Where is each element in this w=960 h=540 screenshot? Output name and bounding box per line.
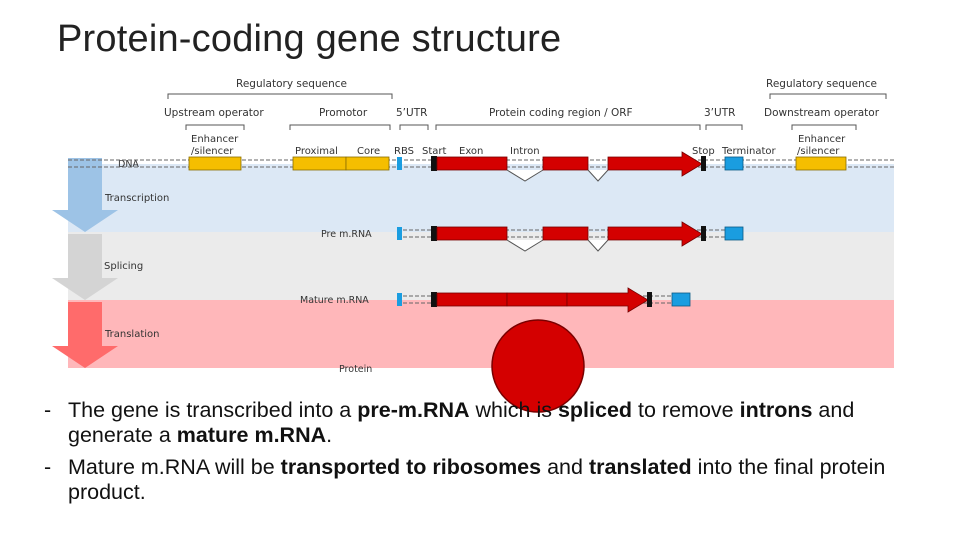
mature-mrna-row-label: Mature m.RNA	[300, 295, 369, 306]
start-label: Start	[422, 146, 447, 157]
bullet-1-s8: .	[326, 423, 333, 447]
transcription-label: Transcription	[104, 193, 169, 204]
dna-stop	[701, 156, 706, 171]
pre-mrna-row-label: Pre m.RNA	[321, 229, 372, 240]
dna-intron-2	[587, 169, 609, 182]
dna-enhancer-left	[188, 156, 242, 171]
slide-title: Protein-coding gene structure	[57, 18, 562, 60]
enhancer-left-label-line2: /silencer	[191, 146, 234, 157]
regulatory-right-bracket	[769, 93, 887, 99]
bullet-dash: -	[44, 398, 52, 422]
translation-band	[68, 300, 894, 368]
utr3-label: 3’UTR	[704, 107, 735, 119]
dna-rbs	[397, 157, 402, 170]
dna-intron-1	[506, 169, 544, 182]
pre-mrna-terminator	[724, 226, 744, 241]
bullet-1-s1: pre-m.RNA	[357, 398, 470, 422]
enhancer-left-label-line1: Enhancer	[191, 134, 239, 145]
translation-label: Translation	[104, 329, 160, 340]
bullet-1-s7: mature m.RNA	[176, 423, 327, 447]
splicing-arrow	[52, 234, 118, 300]
transcription-band	[68, 164, 894, 232]
upstream-operator-label: Upstream operator	[164, 107, 264, 119]
bullet-2-s2: and	[541, 455, 589, 479]
bullet-item-1: -The gene is transcribed into a pre-m.RN…	[44, 398, 924, 448]
mature-mrna-strand	[397, 287, 691, 313]
protein-row-label: Protein	[339, 364, 372, 375]
enhancer-right-label-line2: /silencer	[797, 146, 840, 157]
mature-mrna-exon-1	[436, 292, 508, 307]
mature-mrna-exon-3-arrow	[566, 287, 649, 313]
bullet-1-s6: and generate a	[68, 398, 855, 447]
pre-mrna-rbs	[397, 227, 402, 240]
bullet-dash: -	[44, 455, 52, 479]
splicing-label: Splicing	[104, 261, 143, 272]
utr5-label: 5’UTR	[396, 107, 427, 119]
bullet-1-s5: introns	[739, 398, 813, 422]
stop-label: Stop	[692, 146, 715, 157]
translation-arrow	[52, 302, 118, 368]
dna-terminator	[724, 156, 744, 171]
dna-row-label: DNA	[118, 159, 139, 170]
regulatory-left-bracket	[167, 93, 393, 99]
bullet-list: -The gene is transcribed into a pre-m.RN…	[44, 398, 924, 512]
pre-mrna-stop	[701, 226, 706, 241]
bullet-2-s3: translated	[588, 455, 692, 479]
enhancer-right-label-line1: Enhancer	[798, 134, 846, 145]
mature-mrna-start	[431, 292, 437, 307]
exon-label: Exon	[459, 146, 483, 157]
mature-mrna-rbs	[397, 293, 402, 306]
mature-mrna-exon-2	[506, 292, 568, 307]
dna-exon-3-arrow	[607, 151, 703, 177]
protein-blob	[491, 319, 585, 413]
bullet-2-s4: into the final protein product.	[68, 455, 886, 504]
rbs-label: RBS	[394, 146, 414, 157]
dna-core	[345, 156, 390, 171]
downstream-operator-label: Downstream operator	[764, 107, 880, 119]
pre-mrna-intron-1	[506, 239, 544, 252]
dna-exon-1	[436, 156, 508, 171]
promotor-label: Promotor	[319, 107, 368, 119]
orf-bracket	[435, 124, 701, 130]
bullet-1-s0: The gene is transcribed into a	[68, 398, 358, 422]
proximal-label: Proximal	[295, 146, 338, 157]
mature-mrna-terminator	[671, 292, 691, 307]
bullet-2-s0: Mature m.RNA will be	[68, 455, 281, 479]
bullet-1-s2: which is	[469, 398, 558, 422]
regulatory-sequence-right-label: Regulatory sequence	[766, 78, 877, 90]
bullet-1-s4: to remove	[632, 398, 740, 422]
intron-label: Intron	[510, 146, 540, 157]
orf-label: Protein coding region / ORF	[489, 107, 633, 119]
terminator-label: Terminator	[721, 146, 777, 157]
pre-mrna-exon-3-arrow	[607, 221, 703, 247]
pre-mrna-exon-1	[436, 226, 508, 241]
pre-mrna-intron-2	[587, 239, 609, 252]
pre-mrna-exon-2	[542, 226, 589, 241]
splicing-band	[68, 232, 894, 300]
dna-enhancer-right	[795, 156, 847, 171]
dna-strand	[68, 151, 894, 182]
pre-mrna-strand	[397, 221, 745, 252]
bullet-1-s3: spliced	[557, 398, 633, 422]
downstream-operator-bracket	[791, 124, 857, 130]
upstream-operator-bracket	[185, 124, 245, 130]
dna-proximal	[292, 156, 347, 171]
core-label: Core	[357, 146, 380, 157]
mature-mrna-stop	[647, 292, 652, 307]
bullet-item-2: -Mature m.RNA will be transported to rib…	[44, 455, 924, 505]
dna-start	[431, 156, 437, 171]
regulatory-sequence-left-label: Regulatory sequence	[236, 78, 347, 90]
utr5-bracket	[399, 124, 429, 130]
utr3-bracket	[705, 124, 743, 130]
transcription-arrow	[52, 158, 118, 232]
promotor-bracket	[289, 124, 391, 130]
bullet-2-s1: transported to ribosomes	[280, 455, 542, 479]
dna-exon-2	[542, 156, 589, 171]
pre-mrna-start	[431, 226, 437, 241]
